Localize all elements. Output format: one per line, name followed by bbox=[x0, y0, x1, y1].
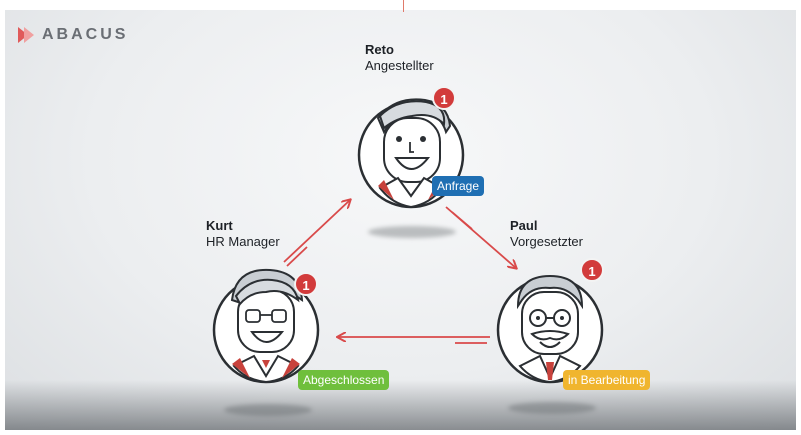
logo-mark-icon bbox=[18, 27, 34, 43]
background-panel bbox=[5, 10, 796, 430]
paul-notification-badge[interactable]: 1 bbox=[580, 258, 604, 282]
kurt-role: HR Manager bbox=[206, 234, 280, 249]
top-marker bbox=[403, 0, 404, 12]
abacus-logo: ABACUS bbox=[18, 26, 128, 44]
kurt-status-tag: Abgeschlossen bbox=[298, 370, 390, 390]
kurt-name: Kurt bbox=[206, 218, 233, 233]
bottom-shade bbox=[5, 380, 796, 430]
reto-shadow bbox=[368, 226, 456, 238]
paul-status-tag: in Bearbeitung bbox=[563, 370, 651, 390]
paul-avatar bbox=[496, 274, 604, 384]
arrow-reto-to-paul bbox=[445, 206, 516, 268]
reto-name: Reto bbox=[365, 42, 394, 57]
paul-role: Vorgesetzter bbox=[510, 234, 583, 249]
logo-text: ABACUS bbox=[42, 26, 129, 43]
reto-notification-badge[interactable]: 1 bbox=[432, 86, 456, 110]
arrow-kurt-to-reto bbox=[283, 200, 350, 267]
paul-name: Paul bbox=[510, 218, 538, 233]
kurt-avatar bbox=[212, 268, 320, 384]
paul-shadow bbox=[508, 402, 596, 414]
kurt-shadow bbox=[224, 404, 312, 416]
reto-role: Angestellter bbox=[365, 58, 434, 73]
arrow-paul-to-kurt bbox=[338, 337, 490, 344]
kurt-notification-badge[interactable]: 1 bbox=[294, 272, 318, 296]
reto-status-tag: Anfrage bbox=[432, 176, 485, 196]
